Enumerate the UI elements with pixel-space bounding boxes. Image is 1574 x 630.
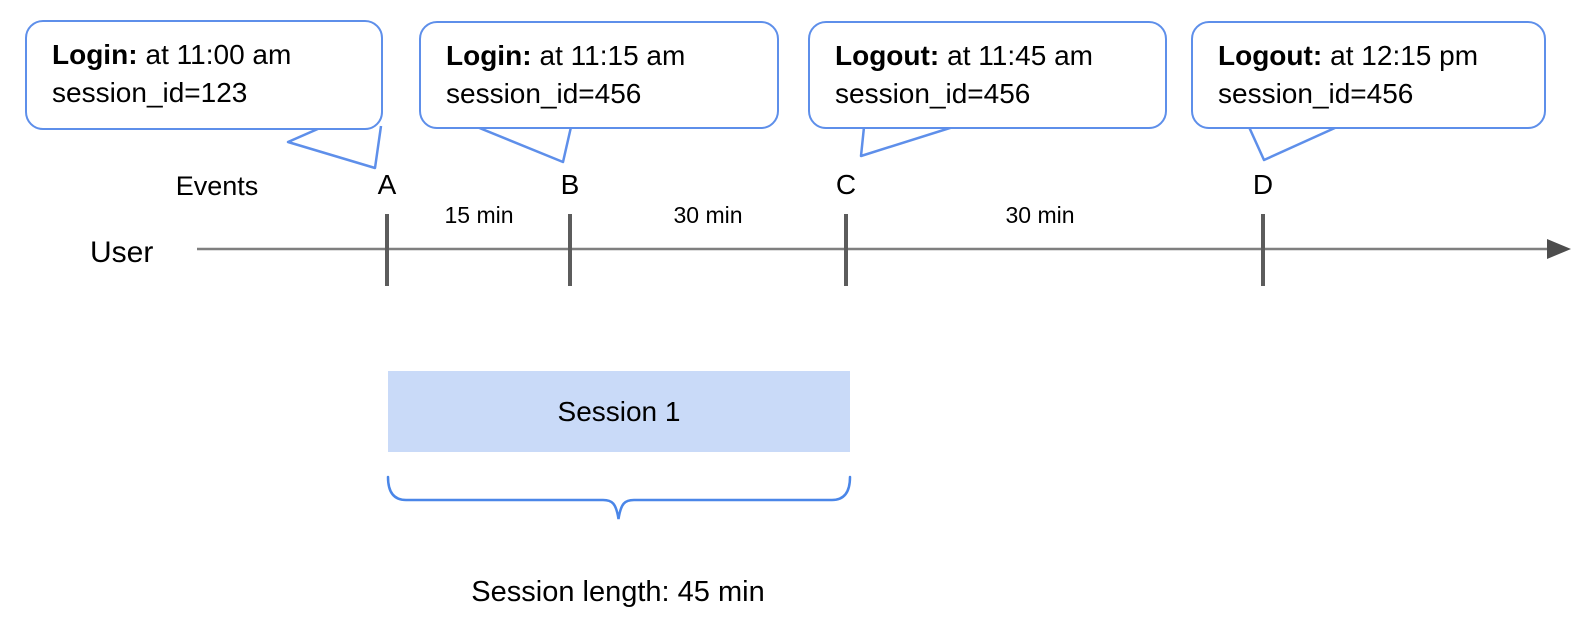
session-length-label: Session length: 45 min: [471, 576, 765, 608]
event-marker-c: C: [835, 169, 857, 200]
interval-label-ab: 15 min: [444, 202, 514, 228]
callout-session-id: session_id=456: [835, 78, 1031, 109]
event-marker-b: B: [560, 169, 580, 200]
interval-label-cd: 30 min: [1005, 202, 1075, 228]
callout-logout-c: Logout:at 11:45 am session_id=456: [808, 21, 1167, 129]
interval-label-bc: 30 min: [673, 202, 743, 228]
callout-event-name: Login:: [52, 39, 138, 70]
callout-login-b: Login:at 11:15 am session_id=456: [419, 21, 779, 129]
session-1-box: Session 1: [388, 371, 850, 452]
callout-event-time: at 11:45 am: [947, 40, 1093, 71]
events-row-label: Events: [175, 171, 259, 201]
callout-tail-c: [859, 125, 954, 158]
callout-session-id: session_id=123: [52, 77, 248, 108]
event-marker-a: A: [377, 169, 397, 200]
user-axis-label: User: [90, 236, 154, 269]
session-span-brace: [386, 475, 852, 520]
callout-event-name: Logout:: [1218, 40, 1323, 71]
callout-login-a: Login:at 11:00 am session_id=123: [25, 20, 383, 130]
session-1-label: Session 1: [557, 395, 681, 427]
callout-session-id: session_id=456: [446, 78, 642, 109]
callout-event-name: Login:: [446, 40, 532, 71]
callout-event-name: Logout:: [835, 40, 940, 71]
callout-logout-d: Logout:at 12:15 pm session_id=456: [1191, 21, 1546, 129]
callout-event-time: at 11:15 am: [539, 40, 686, 71]
callout-event-time: at 12:15 pm: [1330, 40, 1479, 71]
callout-event-time: at 11:00 am: [145, 39, 292, 70]
callout-tail-d: [1247, 125, 1338, 162]
callout-tail-b: [476, 125, 573, 164]
callout-session-id: session_id=456: [1218, 78, 1414, 109]
event-marker-d: D: [1252, 169, 1274, 200]
callout-tail-a: [286, 125, 383, 170]
timeline-arrowhead-icon: [1547, 239, 1571, 259]
